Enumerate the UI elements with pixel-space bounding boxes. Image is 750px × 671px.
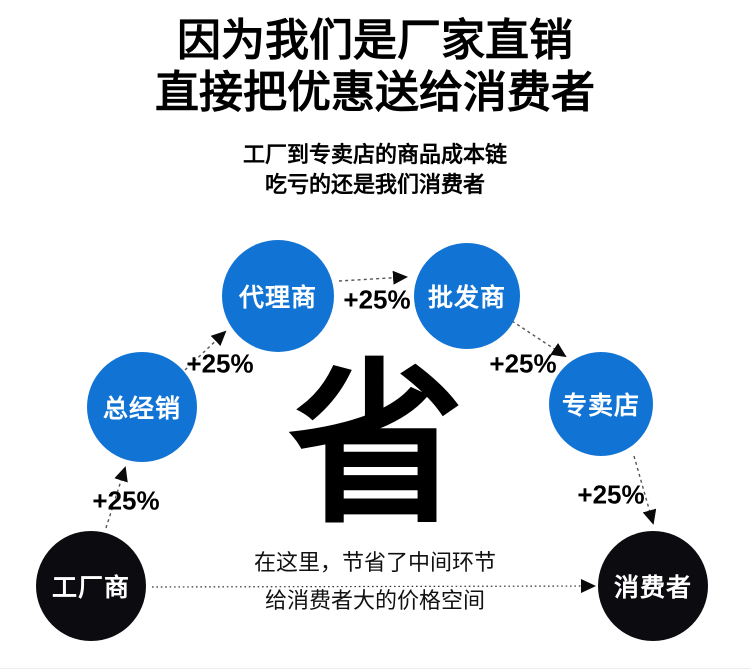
node-agent: 代理商 <box>222 240 334 352</box>
node-specialty-store: 专卖店 <box>549 352 653 456</box>
arrow-wholesaler-to-store <box>511 320 567 358</box>
footer-note-line2: 给消费者大的价格空间 <box>264 588 485 613</box>
node-consumer: 消费者 <box>598 531 708 641</box>
arrow-distributor-to-agent <box>184 330 227 371</box>
arrow-store-to-consumer <box>633 455 657 525</box>
subtitle-line2: 吃亏的还是我们消费者 <box>264 172 485 197</box>
footer-note: 在这里，节省了中间环节 给消费者大的价格空间 <box>0 550 750 613</box>
node-general-distributor: 总经销 <box>87 352 197 462</box>
node-factory: 工厂商 <box>36 531 146 641</box>
node-consumer-label: 消费者 <box>613 574 692 602</box>
arrow-factory-to-distributor <box>105 466 128 529</box>
node-specialty-store-label: 专卖店 <box>561 392 640 420</box>
main-title: 因为我们是厂家直销 直接把优惠送给消费者 <box>0 15 750 119</box>
node-wholesaler: 批发商 <box>414 243 520 349</box>
main-title-line1: 因为我们是厂家直销 <box>177 16 573 65</box>
node-general-distributor-label: 总经销 <box>102 395 181 423</box>
subtitle-line1: 工厂到专卖店的商品成本链 <box>242 142 507 167</box>
footer-note-line1: 在这里，节省了中间环节 <box>253 550 496 575</box>
arrow-agent-to-wholesaler <box>338 270 408 285</box>
markup-label-store-consumer: +25% <box>577 479 645 510</box>
bottom-divider <box>0 668 750 669</box>
subtitle: 工厂到专卖店的商品成本链 吃亏的还是我们消费者 <box>0 140 750 200</box>
markup-label-distributor-agent: +25% <box>186 348 254 379</box>
save-character: 省 <box>287 348 465 544</box>
main-title-line2: 直接把优惠送给消费者 <box>155 68 595 117</box>
arrow-factory-to-consumer <box>151 579 596 594</box>
markup-label-agent-wholesaler: +25% <box>343 284 411 315</box>
node-wholesaler-label: 批发商 <box>427 284 506 312</box>
markup-label-factory-distributor: +25% <box>92 485 160 516</box>
node-factory-label: 工厂商 <box>51 574 130 602</box>
node-agent-label: 代理商 <box>238 284 317 312</box>
markup-label-wholesaler-store: +25% <box>489 348 557 379</box>
